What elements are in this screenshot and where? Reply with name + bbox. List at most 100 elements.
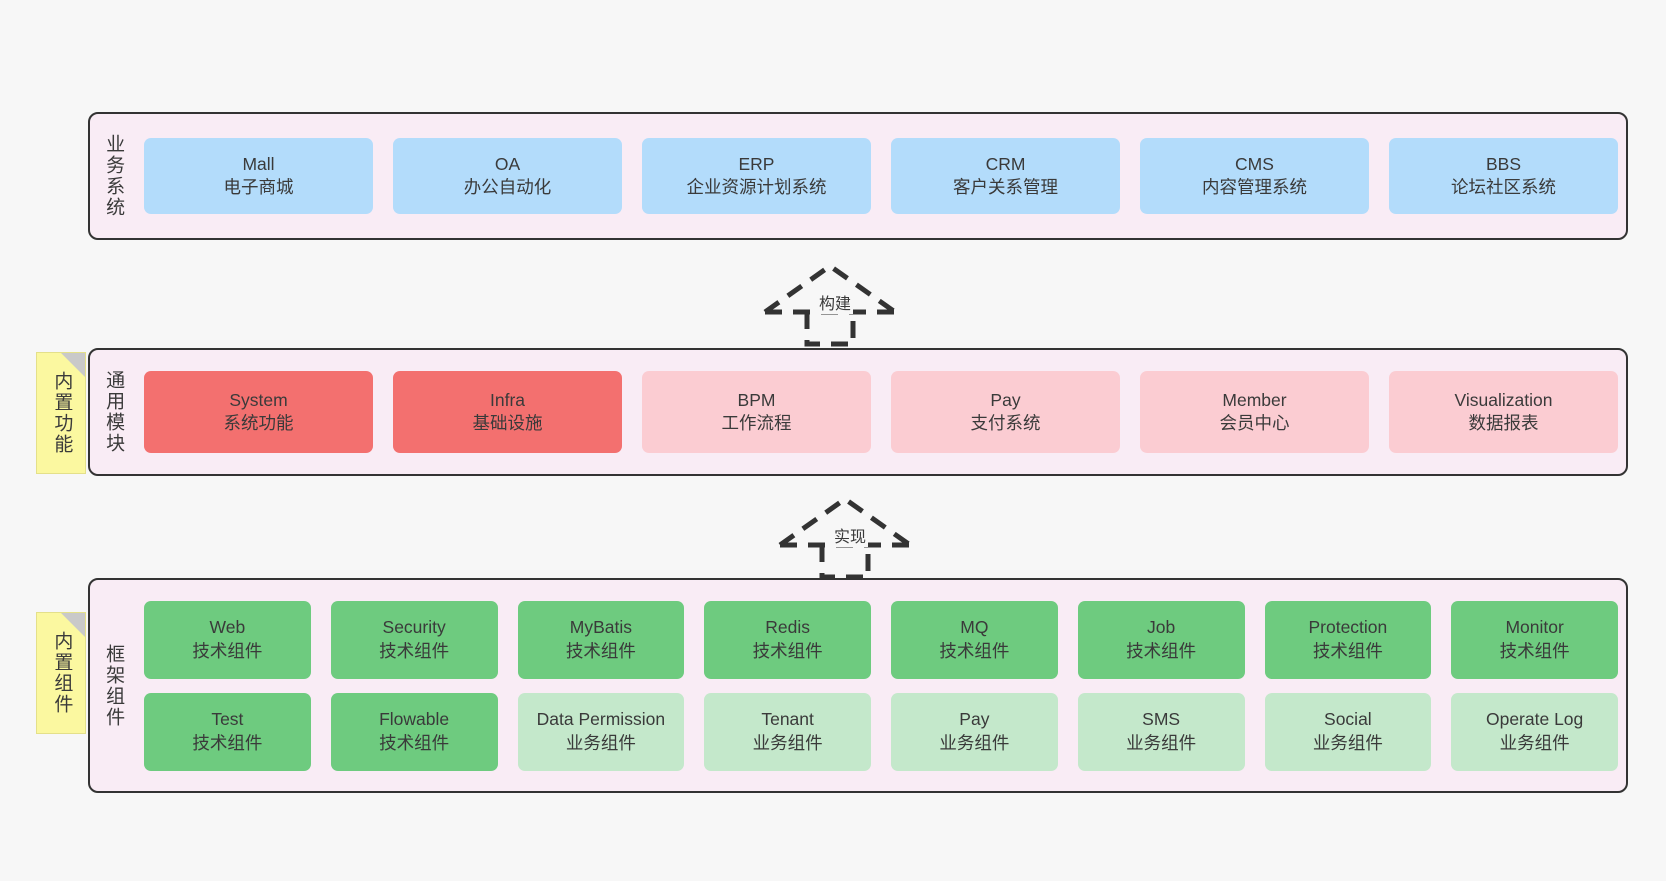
arrow-build: 构建 (755, 262, 905, 347)
node-title: Member (1222, 389, 1287, 410)
node-title: Monitor (1505, 617, 1564, 638)
node-title: MyBatis (569, 617, 632, 638)
node-cms[interactable]: CMS 内容管理系统 (1140, 138, 1369, 214)
node-web[interactable]: Web 技术组件 (144, 600, 311, 679)
node-title: Web (209, 617, 246, 638)
node-title: Data Permission (536, 709, 666, 730)
node-security[interactable]: Security 技术组件 (330, 600, 498, 679)
node-subtitle: 企业资源计划系统 (686, 177, 827, 197)
node-title: MQ (960, 617, 989, 638)
node-subtitle: 技术组件 (1499, 640, 1570, 661)
node-title: Pay (959, 709, 990, 730)
node-subtitle: 工作流程 (721, 413, 792, 433)
node-subtitle: 会员中心 (1219, 413, 1290, 433)
node-pay-component[interactable]: Pay 业务组件 (891, 692, 1058, 771)
arrow-label: 构建 (817, 290, 854, 314)
node-title: CMS (1235, 153, 1274, 174)
node-title: CRM (985, 153, 1026, 174)
node-oa[interactable]: OA 办公自动化 (393, 138, 622, 214)
node-title: OA (494, 153, 521, 174)
node-title: System (229, 389, 288, 410)
node-title: Security (382, 617, 446, 638)
layer-row: Mall 电子商城 OA 办公自动化 ERP 企业资源计划系统 CRM 客户关系… (144, 138, 1618, 214)
node-title: Test (211, 709, 244, 730)
node-subtitle: 办公自动化 (463, 177, 552, 197)
node-subtitle: 技术组件 (939, 640, 1010, 661)
node-social[interactable]: Social 业务组件 (1264, 692, 1432, 771)
node-system[interactable]: System 系统功能 (144, 371, 373, 453)
node-title: Protection (1308, 617, 1388, 638)
node-title: Job (1147, 617, 1176, 638)
node-crm[interactable]: CRM 客户关系管理 (891, 138, 1120, 214)
node-subtitle: 技术组件 (1126, 640, 1197, 661)
node-subtitle: 技术组件 (379, 732, 450, 753)
node-erp[interactable]: ERP 企业资源计划系统 (642, 138, 871, 214)
node-subtitle: 技术组件 (192, 732, 263, 753)
node-mq[interactable]: MQ 技术组件 (891, 600, 1058, 679)
node-subtitle: 支付系统 (970, 413, 1041, 433)
node-title: Operate Log (1485, 709, 1584, 730)
node-subtitle: 论坛社区系统 (1451, 177, 1556, 197)
layer-body-module: System 系统功能 Infra 基础设施 BPM 工作流程 Pay 支付系统… (136, 350, 1626, 474)
node-tenant[interactable]: Tenant 业务组件 (704, 692, 871, 771)
node-sms[interactable]: SMS 业务组件 (1077, 692, 1245, 771)
node-infra[interactable]: Infra 基础设施 (393, 371, 622, 453)
note-fold-icon (61, 353, 85, 377)
node-subtitle: 业务组件 (939, 732, 1010, 753)
node-subtitle: 技术组件 (752, 640, 823, 661)
node-mybatis[interactable]: MyBatis 技术组件 (517, 600, 685, 679)
node-job[interactable]: Job 技术组件 (1077, 600, 1245, 679)
node-title: Tenant (761, 709, 814, 730)
arrow-implement: 实现 (770, 495, 920, 580)
node-subtitle: 业务组件 (565, 732, 636, 753)
node-mall[interactable]: Mall 电子商城 (144, 138, 373, 214)
node-subtitle: 技术组件 (1312, 640, 1383, 661)
node-flowable[interactable]: Flowable 技术组件 (330, 692, 498, 771)
node-bbs[interactable]: BBS 论坛社区系统 (1389, 138, 1618, 214)
layer-row: Web 技术组件 Security 技术组件 MyBatis 技术组件 Redi… (144, 600, 1618, 679)
node-title: BPM (737, 389, 776, 410)
node-bpm[interactable]: BPM 工作流程 (642, 371, 871, 453)
node-title: Infra (489, 389, 526, 410)
node-subtitle: 内容管理系统 (1202, 177, 1307, 197)
layer-business-system: 业务系统 Mall 电子商城 OA 办公自动化 ERP 企业资源计划系统 CRM… (88, 112, 1628, 240)
note-label: 内置功能 (51, 371, 73, 455)
node-subtitle: 业务组件 (1126, 732, 1197, 753)
note-builtin-component: 内置组件 (36, 612, 86, 734)
arrow-label: 实现 (832, 523, 869, 547)
node-subtitle: 电子商城 (223, 177, 294, 197)
layer-body-business: Mall 电子商城 OA 办公自动化 ERP 企业资源计划系统 CRM 客户关系… (136, 114, 1626, 238)
layer-common-module: 通用模块 System 系统功能 Infra 基础设施 BPM 工作流程 Pay… (88, 348, 1628, 476)
node-title: Social (1324, 709, 1372, 730)
node-redis[interactable]: Redis 技术组件 (704, 600, 871, 679)
node-visualization[interactable]: Visualization 数据报表 (1389, 371, 1618, 453)
node-subtitle: 技术组件 (565, 640, 636, 661)
node-subtitle: 业务组件 (1312, 732, 1383, 753)
node-subtitle: 业务组件 (1499, 732, 1570, 753)
node-operate-log[interactable]: Operate Log 业务组件 (1451, 692, 1618, 771)
layer-title-module: 通用模块 (103, 370, 125, 454)
node-subtitle: 系统功能 (223, 413, 294, 433)
node-title: Pay (990, 389, 1021, 410)
node-title: Mall (242, 153, 275, 174)
layer-body-framework: Web 技术组件 Security 技术组件 MyBatis 技术组件 Redi… (136, 580, 1626, 791)
layer-row: System 系统功能 Infra 基础设施 BPM 工作流程 Pay 支付系统… (144, 371, 1618, 453)
node-protection[interactable]: Protection 技术组件 (1264, 600, 1432, 679)
note-label: 内置组件 (51, 631, 73, 715)
node-title: Flowable (379, 709, 450, 730)
layer-title-framework: 框架组件 (103, 643, 125, 728)
node-title: Visualization (1454, 389, 1553, 410)
node-title: Redis (765, 617, 810, 638)
node-pay[interactable]: Pay 支付系统 (891, 371, 1120, 453)
node-data-permission[interactable]: Data Permission 业务组件 (517, 692, 685, 771)
node-title: BBS (1485, 153, 1522, 174)
node-test[interactable]: Test 技术组件 (144, 692, 311, 771)
node-subtitle: 业务组件 (752, 732, 823, 753)
node-title: ERP (738, 153, 775, 174)
node-subtitle: 客户关系管理 (953, 177, 1058, 197)
node-subtitle: 数据报表 (1468, 413, 1539, 433)
node-member[interactable]: Member 会员中心 (1140, 371, 1369, 453)
node-title: SMS (1142, 709, 1181, 730)
node-monitor[interactable]: Monitor 技术组件 (1451, 600, 1618, 679)
